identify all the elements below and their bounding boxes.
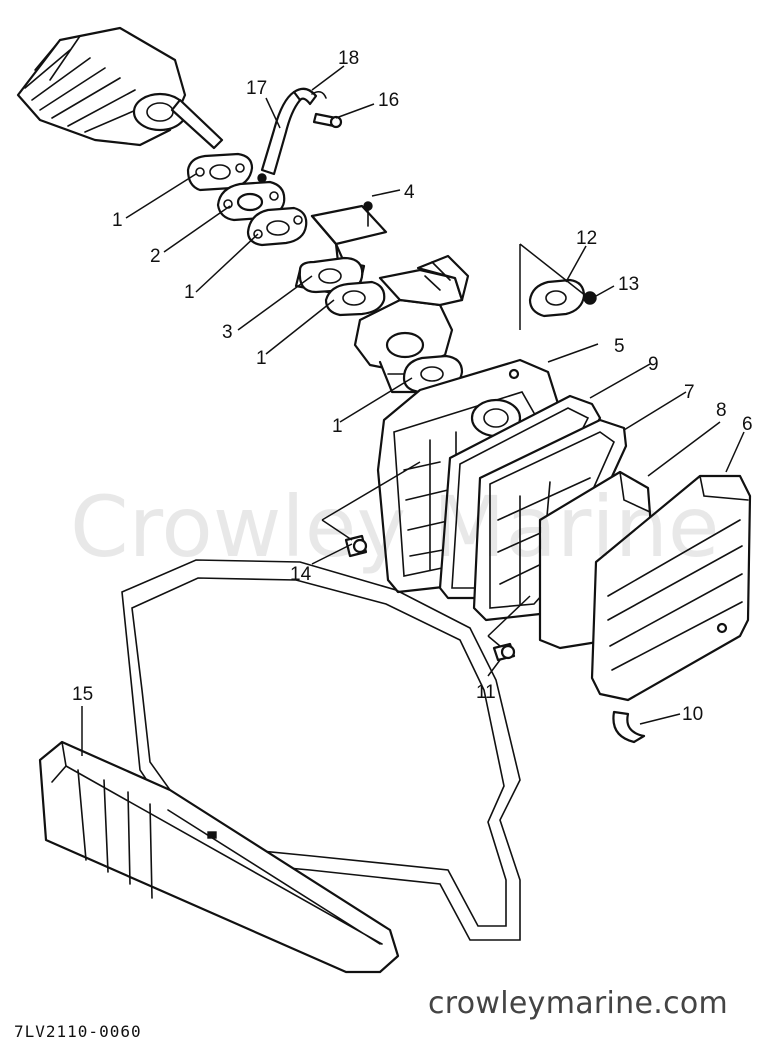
callout-8: 8 [716, 400, 727, 421]
screw-part-16 [312, 112, 343, 129]
callout-5: 5 [614, 336, 625, 357]
breather-hose-part-17 [257, 87, 318, 183]
callout-17: 17 [246, 78, 267, 99]
callout-1-a: 1 [112, 210, 123, 231]
cover-strip-part-15 [38, 740, 400, 974]
callout-14: 14 [290, 564, 312, 585]
air-cleaner-cover-part-6 [590, 474, 752, 702]
site-name: crowleymarine.com [428, 986, 729, 1021]
cylinder-head-part [16, 26, 224, 150]
gasket-part-1c [324, 280, 386, 317]
callout-1-c: 1 [256, 348, 267, 369]
gasket-part-12 [528, 278, 586, 318]
callout-1-d: 1 [332, 416, 343, 437]
callout-7: 7 [684, 382, 695, 403]
callout-15: 15 [72, 684, 93, 705]
callout-10: 10 [682, 704, 703, 725]
callout-labels: 1 1 1 1 2 3 4 5 6 7 8 9 10 11 12 13 14 1… [72, 48, 753, 725]
callout-13: 13 [618, 274, 639, 295]
bracket-part-3 [294, 204, 388, 294]
gasket-part-1a [186, 152, 254, 192]
callout-18: 18 [338, 48, 359, 69]
callout-3: 3 [222, 322, 233, 343]
callout-2: 2 [150, 246, 161, 267]
bolt-part-14 [344, 534, 368, 558]
callout-6: 6 [742, 414, 753, 435]
bolt-part-11 [492, 642, 516, 662]
gasket-part-1b [246, 206, 308, 247]
callout-12: 12 [576, 228, 597, 249]
callout-1-b: 1 [184, 282, 195, 303]
callout-11: 11 [476, 682, 496, 703]
callout-4: 4 [404, 182, 415, 203]
drawing-code: 7LV2110-0060 [14, 1022, 142, 1041]
callout-9: 9 [648, 354, 659, 375]
retaining-clip-part-10 [612, 710, 646, 744]
callout-16: 16 [378, 90, 399, 111]
leader-lines [81, 65, 745, 756]
hose-clip-part-18 [311, 90, 327, 99]
nut-part-13 [583, 291, 597, 305]
screw-part-4 [363, 201, 373, 227]
